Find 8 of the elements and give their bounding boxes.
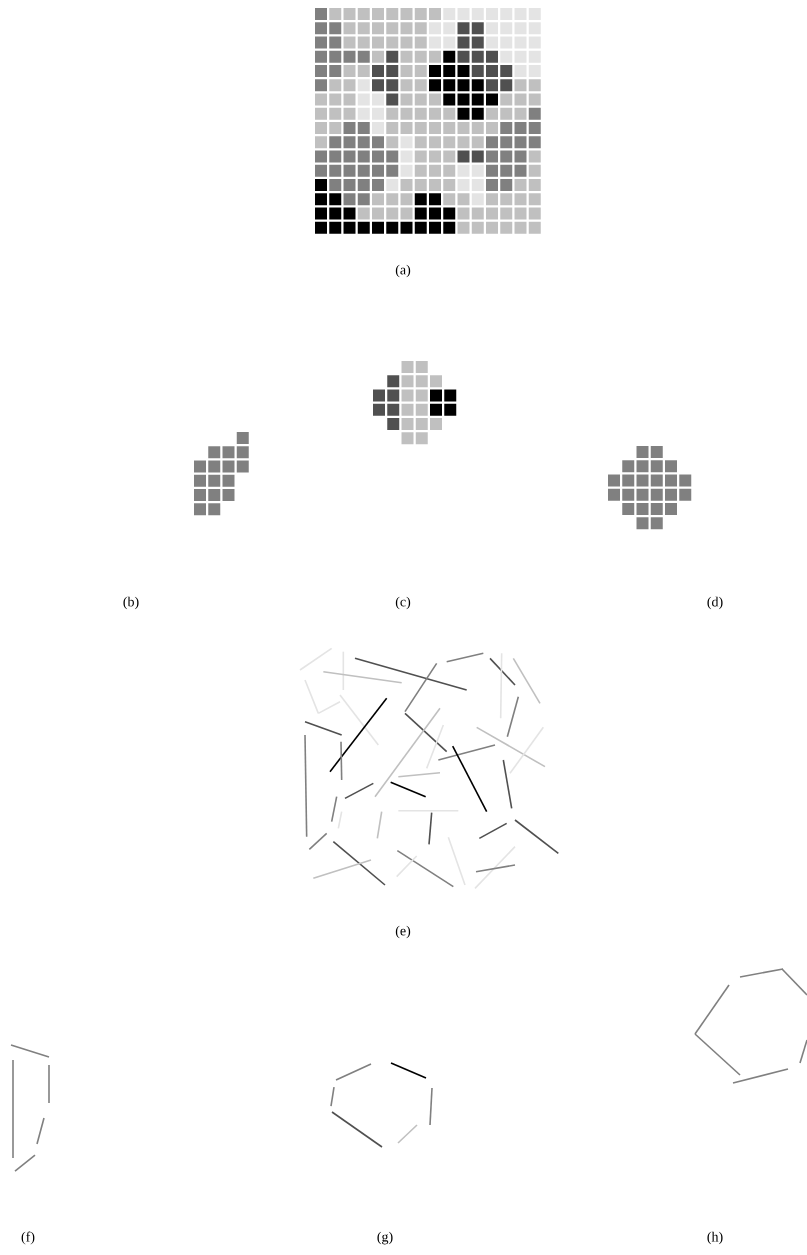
panel-label: (c)	[395, 596, 411, 610]
panel-label: (e)	[395, 925, 411, 939]
panel-label: (b)	[123, 596, 139, 610]
panel-label: (d)	[707, 596, 723, 610]
panel-label: (a)	[395, 264, 411, 278]
panel-label: (f)	[21, 1231, 35, 1245]
panel-label: (h)	[707, 1231, 723, 1245]
panel-label: (g)	[377, 1231, 393, 1245]
